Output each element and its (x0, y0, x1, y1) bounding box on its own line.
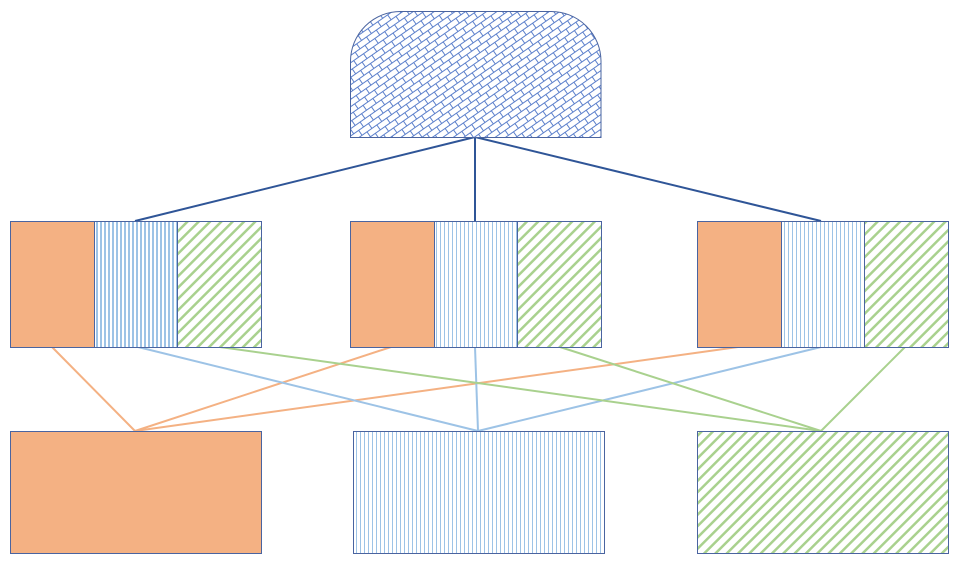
segment-orange (350, 221, 435, 348)
connector-green (559, 346, 822, 432)
root-connectors (134, 136, 822, 222)
group-3 (697, 221, 949, 348)
segment-blue-stripes (94, 221, 178, 348)
blue-connectors (137, 346, 822, 432)
segment-blue-stripes (781, 221, 865, 348)
segment-green-diagonal (864, 221, 949, 348)
segment-green-diagonal (517, 221, 602, 348)
connector-orange (134, 346, 392, 432)
connector-green (219, 346, 822, 432)
group-1 (10, 221, 262, 348)
output-blue-stripes (353, 431, 605, 554)
segment-blue-stripes (434, 221, 518, 348)
connector-blue (474, 346, 479, 432)
segment-orange (697, 221, 782, 348)
segment-orange (10, 221, 95, 348)
root-node (350, 11, 602, 138)
connector-orange (134, 346, 739, 432)
connector-green (820, 346, 906, 432)
connector-blue (137, 346, 479, 432)
output-orange (10, 431, 262, 554)
orange-connectors (51, 346, 739, 432)
group-2 (350, 221, 602, 348)
segment-green-diagonal (177, 221, 262, 348)
output-green-diagonal (697, 431, 949, 554)
connector-root-group3 (474, 136, 822, 222)
connector-orange (51, 346, 136, 432)
green-connectors (219, 346, 906, 432)
connector-blue (477, 346, 822, 432)
connector-root-group1 (134, 136, 476, 222)
